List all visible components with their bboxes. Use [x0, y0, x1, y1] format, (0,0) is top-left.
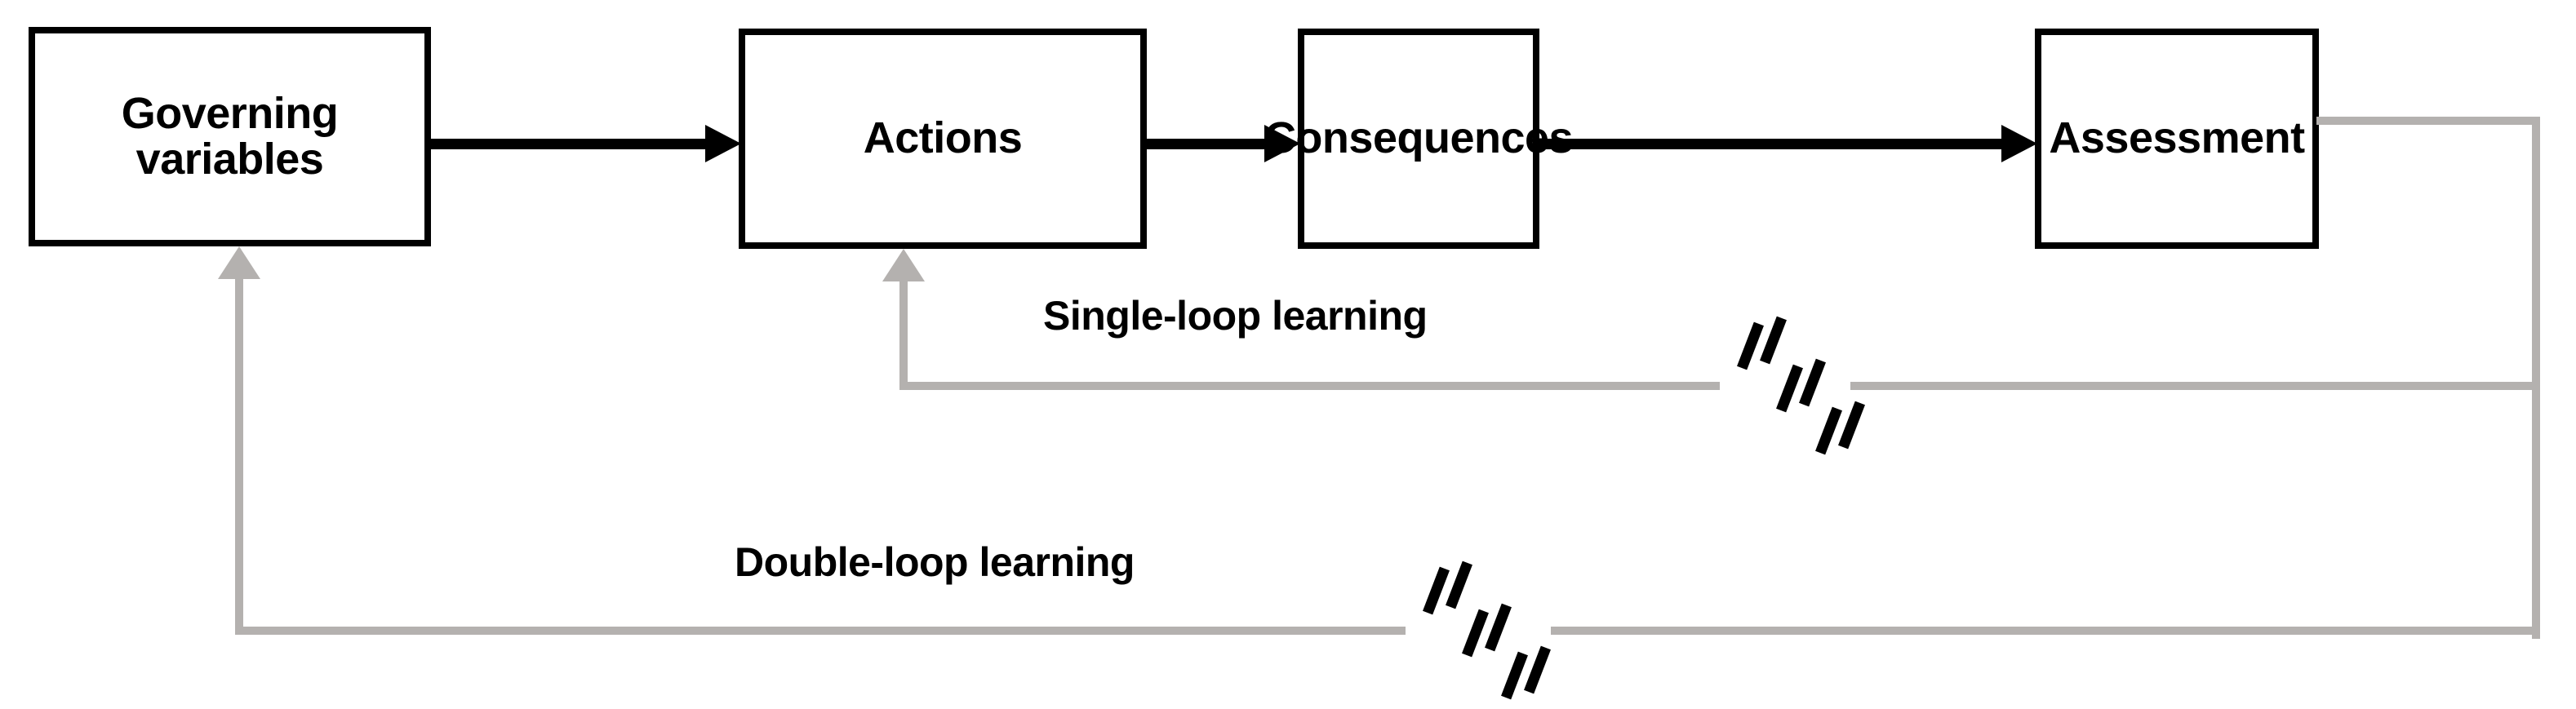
break-stroke — [1760, 316, 1787, 365]
double-loop-segment-right — [1551, 627, 2540, 635]
break-stroke — [1462, 609, 1489, 658]
node-label-consequences: Consequences — [1264, 113, 1574, 163]
break-stroke — [1799, 358, 1826, 407]
break-stroke — [1446, 561, 1472, 609]
break-stroke — [1524, 645, 1551, 694]
feedback-rail-right-vertical — [2532, 117, 2540, 639]
break-stroke — [1501, 651, 1528, 700]
line-break-symbol-double-loop — [1423, 559, 1588, 706]
line-break-symbol-single-loop — [1737, 314, 1902, 461]
node-assessment[interactable]: Assessment — [2035, 29, 2319, 249]
break-stroke — [1815, 406, 1842, 455]
feedback-segment-assessment-exit — [2316, 117, 2540, 125]
single-loop-learning-label: Single-loop learning — [1043, 293, 1428, 339]
node-label-governing-variables: Governing variables — [121, 89, 339, 184]
single-loop-vertical-to-actions — [899, 277, 908, 385]
node-consequences[interactable]: Consequences — [1264, 29, 1574, 249]
single-loop-arrowhead — [882, 249, 925, 281]
break-stroke — [1423, 566, 1450, 615]
double-loop-vertical-to-governing-variables — [235, 277, 243, 630]
node-label-actions: Actions — [863, 113, 1023, 163]
arrow-shaft — [431, 139, 708, 149]
break-stroke — [1838, 401, 1865, 450]
arrow-head — [2001, 125, 2037, 162]
node-actions[interactable]: Actions — [739, 29, 1147, 249]
arrow-head — [1264, 125, 1300, 162]
double-loop-arrowhead — [218, 246, 260, 279]
break-stroke — [1776, 364, 1803, 413]
arrow-shaft — [1147, 139, 1268, 149]
node-governing-variables[interactable]: Governing variables — [29, 27, 431, 246]
single-loop-segment-left — [899, 382, 1720, 390]
double-loop-segment-left — [235, 627, 1406, 635]
double-loop-learning-label: Double-loop learning — [735, 539, 1135, 585]
arrow-head — [705, 125, 741, 162]
single-loop-segment-right — [1850, 382, 2540, 390]
break-stroke — [1737, 321, 1764, 370]
break-stroke — [1485, 603, 1512, 652]
arrow-shaft — [1539, 139, 2005, 149]
node-label-assessment: Assessment — [2049, 113, 2305, 163]
